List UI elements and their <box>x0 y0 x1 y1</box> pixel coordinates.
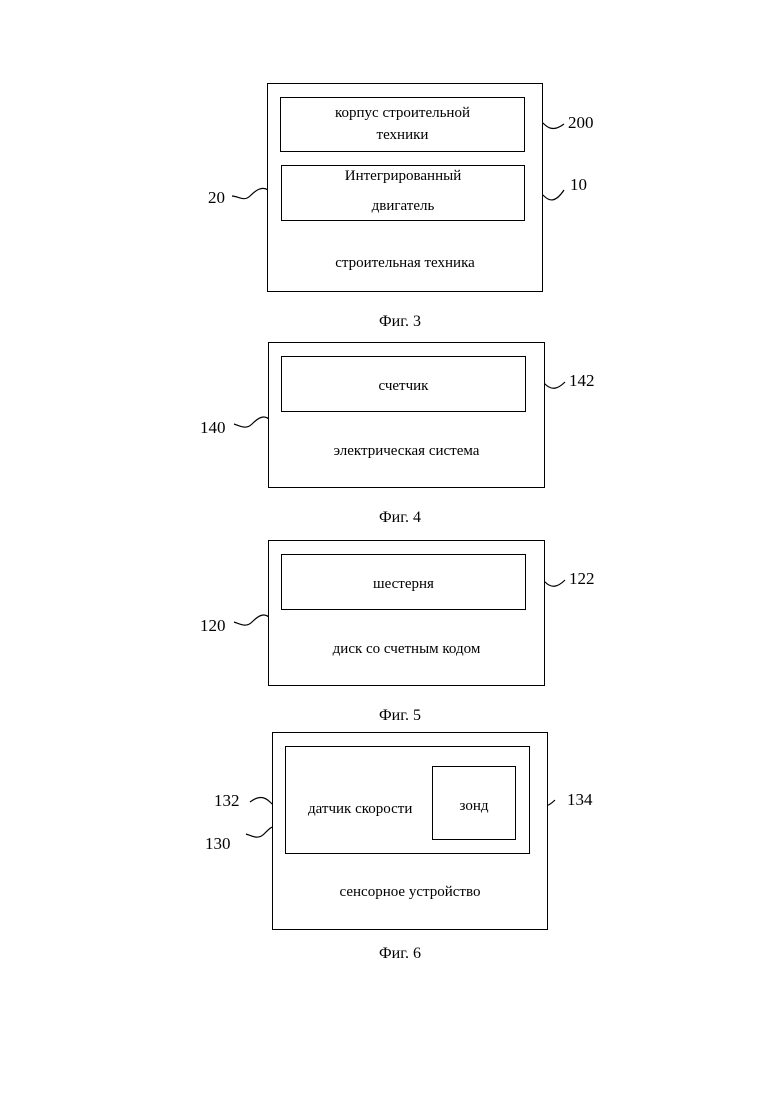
fig4-ref-140: 140 <box>200 418 226 438</box>
fig6-ref-134: 134 <box>567 790 593 810</box>
fig6-middle-label: датчик скорости <box>308 799 412 819</box>
fig3-inner-top-label-line2: техники <box>280 125 525 145</box>
leader-20 <box>232 188 268 198</box>
fig6-ref-130: 130 <box>205 834 231 854</box>
fig4-inner-label: счетчик <box>281 376 526 396</box>
leader-130 <box>246 827 274 837</box>
fig4-caption: Фиг. 4 <box>340 508 460 528</box>
fig5-ref-120: 120 <box>200 616 226 636</box>
fig3-ref-10: 10 <box>570 175 587 195</box>
fig5-inner-label: шестерня <box>281 574 526 594</box>
fig3-outer-label: строительная техника <box>267 253 543 273</box>
fig5-caption: Фиг. 5 <box>340 706 460 726</box>
fig3-ref-200: 200 <box>568 113 594 133</box>
fig3-ref-20: 20 <box>208 188 225 208</box>
fig4-ref-142: 142 <box>569 371 595 391</box>
fig6-ref-132: 132 <box>214 791 240 811</box>
fig6-caption: Фиг. 6 <box>340 944 460 964</box>
fig5-ref-122: 122 <box>569 569 595 589</box>
fig4-outer-label: электрическая система <box>268 441 545 461</box>
leader-140 <box>234 417 270 427</box>
fig3-inner-top-label-line1: корпус строительной <box>280 103 525 123</box>
fig5-outer-label: диск со счетным кодом <box>268 639 545 659</box>
fig3-inner-bottom-label-line1: Интегрированный <box>281 166 525 186</box>
fig3-caption: Фиг. 3 <box>340 312 460 332</box>
fig6-inner-label: зонд <box>432 796 516 816</box>
leader-120 <box>234 615 270 625</box>
fig6-outer-label: сенсорное устройство <box>272 882 548 902</box>
fig3-inner-bottom-label-line2: двигатель <box>281 196 525 216</box>
